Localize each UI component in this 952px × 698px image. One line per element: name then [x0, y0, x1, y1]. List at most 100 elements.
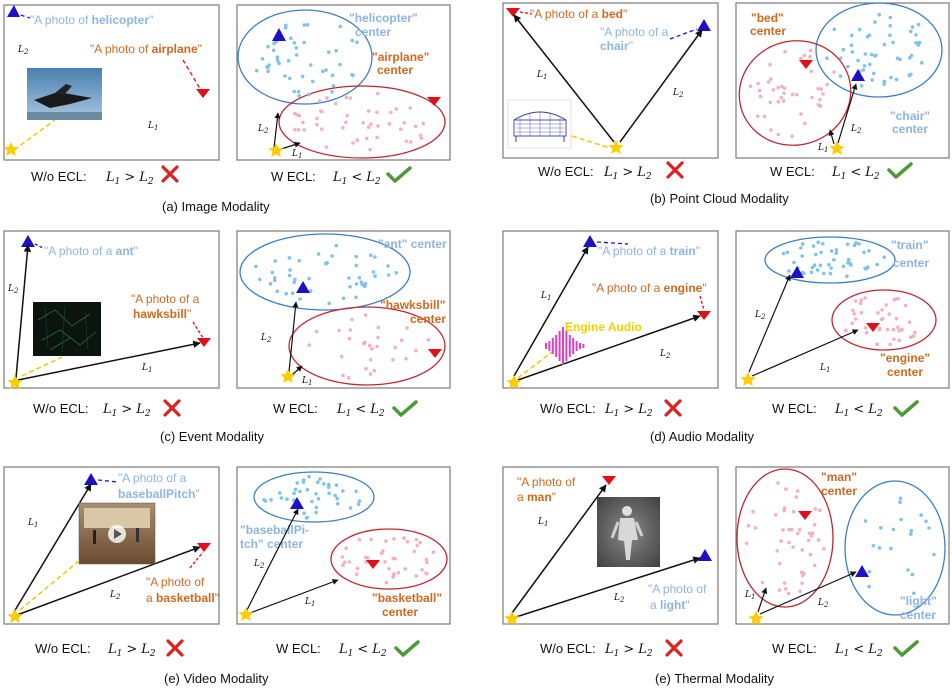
- panel-d-w-l1-arrow: [751, 329, 859, 377]
- cluster-point: [334, 48, 339, 53]
- panel-f-l1-label: L1: [537, 517, 548, 528]
- cluster-point: [812, 522, 817, 527]
- star-icon: [740, 372, 756, 386]
- cluster-point: [258, 277, 262, 282]
- panel-c-w-l2-label: L2: [260, 333, 272, 344]
- cluster-point: [379, 551, 384, 555]
- cluster-point: [300, 74, 305, 79]
- cluster-point: [289, 36, 293, 41]
- cluster-point: [912, 591, 916, 596]
- cluster-point: [885, 327, 890, 332]
- cluster-point: [350, 317, 354, 322]
- triangle-icon: [290, 497, 304, 509]
- cluster-point: [266, 44, 270, 49]
- waveform-bar: [579, 343, 581, 349]
- cluster-point: [314, 492, 318, 496]
- event-image: [33, 302, 101, 356]
- panel-c-blue-center-label: "ant" center: [378, 237, 447, 251]
- cluster-point: [310, 499, 314, 504]
- cluster-point: [269, 498, 273, 502]
- panel-d: "A photo of a train" "A photo of a engin…: [502, 230, 950, 444]
- panel-d-w-l1-label: L1: [819, 363, 830, 374]
- cluster-point: [909, 532, 913, 536]
- cluster-point: [384, 539, 388, 543]
- cluster-point: [872, 54, 877, 58]
- star-icon: [238, 607, 254, 621]
- cluster-point: [302, 23, 307, 27]
- cluster-point: [882, 255, 886, 259]
- panel-b-red-cluster: [738, 40, 852, 146]
- panel-b-red-prompt: "A photo of a bed": [530, 7, 627, 21]
- cluster-point: [307, 276, 311, 281]
- cluster-point: [853, 299, 858, 303]
- cluster-point: [369, 537, 373, 542]
- cluster-point: [810, 531, 815, 536]
- panel-c-blue-prompt: "A photo of a ant": [44, 244, 138, 258]
- check-icon: [893, 400, 919, 417]
- cluster-point: [774, 513, 778, 517]
- triangle-icon: [798, 511, 812, 520]
- panel-e-red-center-label: "basketball"center: [372, 591, 442, 619]
- cluster-point: [375, 91, 380, 96]
- panel-a-w-ecl-relation: L1<L2: [332, 170, 381, 187]
- cluster-point: [795, 489, 800, 493]
- panel-c-yellow-dash: [21, 356, 63, 377]
- thermal-image: [597, 497, 660, 567]
- cluster-point: [343, 560, 347, 564]
- panel-f-caption: (e) Thermal Modality: [655, 671, 774, 686]
- panel-c-l2-label: L2: [7, 284, 19, 295]
- waveform-bar: [562, 327, 564, 365]
- triangle-icon: [197, 338, 211, 347]
- cluster-point: [262, 498, 266, 502]
- triangle-icon: [272, 28, 286, 41]
- cluster-point: [859, 84, 864, 88]
- cluster-point: [783, 587, 788, 591]
- cluster-point: [785, 250, 790, 255]
- cluster-point: [825, 82, 829, 87]
- cluster-point: [779, 95, 783, 100]
- cluster-point: [345, 113, 350, 118]
- cluster-point: [308, 63, 313, 67]
- cluster-point: [408, 140, 413, 144]
- cluster-point: [426, 338, 431, 342]
- panel-f-l2-label: L2: [613, 593, 625, 604]
- cluster-point: [341, 563, 345, 567]
- cluster-point: [892, 337, 896, 342]
- cluster-point: [877, 546, 882, 550]
- cluster-point: [344, 95, 349, 100]
- cluster-point: [919, 513, 923, 517]
- cluster-point: [334, 243, 339, 248]
- panel-e-wo-ecl-label: W/o ECL:: [35, 641, 91, 656]
- cluster-point: [298, 297, 302, 301]
- cluster-point: [286, 58, 291, 63]
- cluster-point: [843, 328, 848, 333]
- panel-f-wo-ecl-label: W/o ECL:: [540, 641, 596, 656]
- panel-e-w-l2-label: L2: [253, 559, 265, 570]
- cluster-point: [829, 249, 834, 253]
- audio-waveform-icon: [545, 327, 585, 365]
- panel-b-blue-dash: [669, 28, 698, 40]
- cluster-point: [294, 46, 299, 50]
- cluster-point: [891, 527, 896, 532]
- panel-b-blue-cluster: [815, 2, 943, 98]
- panel-d-blue-center-label: "train"center: [891, 238, 929, 270]
- cluster-point: [871, 544, 876, 548]
- cluster-point: [293, 277, 297, 282]
- cluster-point: [873, 20, 877, 24]
- cluster-point: [394, 271, 399, 275]
- cluster-point: [782, 581, 787, 585]
- panel-a-blue-points: [254, 23, 359, 98]
- cluster-point: [266, 69, 270, 74]
- panel-b-w-l1-label: L1: [817, 143, 828, 154]
- cluster-point: [838, 74, 843, 78]
- panel-b-w-l2-label: L2: [850, 124, 862, 135]
- cluster-point: [760, 580, 765, 585]
- cluster-point: [402, 536, 406, 540]
- panel-a-l2-label: L2: [17, 45, 29, 56]
- cluster-point: [277, 61, 281, 66]
- cluster-point: [314, 505, 319, 510]
- cluster-point: [341, 373, 345, 378]
- cluster-point: [356, 502, 361, 507]
- cluster-point: [284, 23, 288, 28]
